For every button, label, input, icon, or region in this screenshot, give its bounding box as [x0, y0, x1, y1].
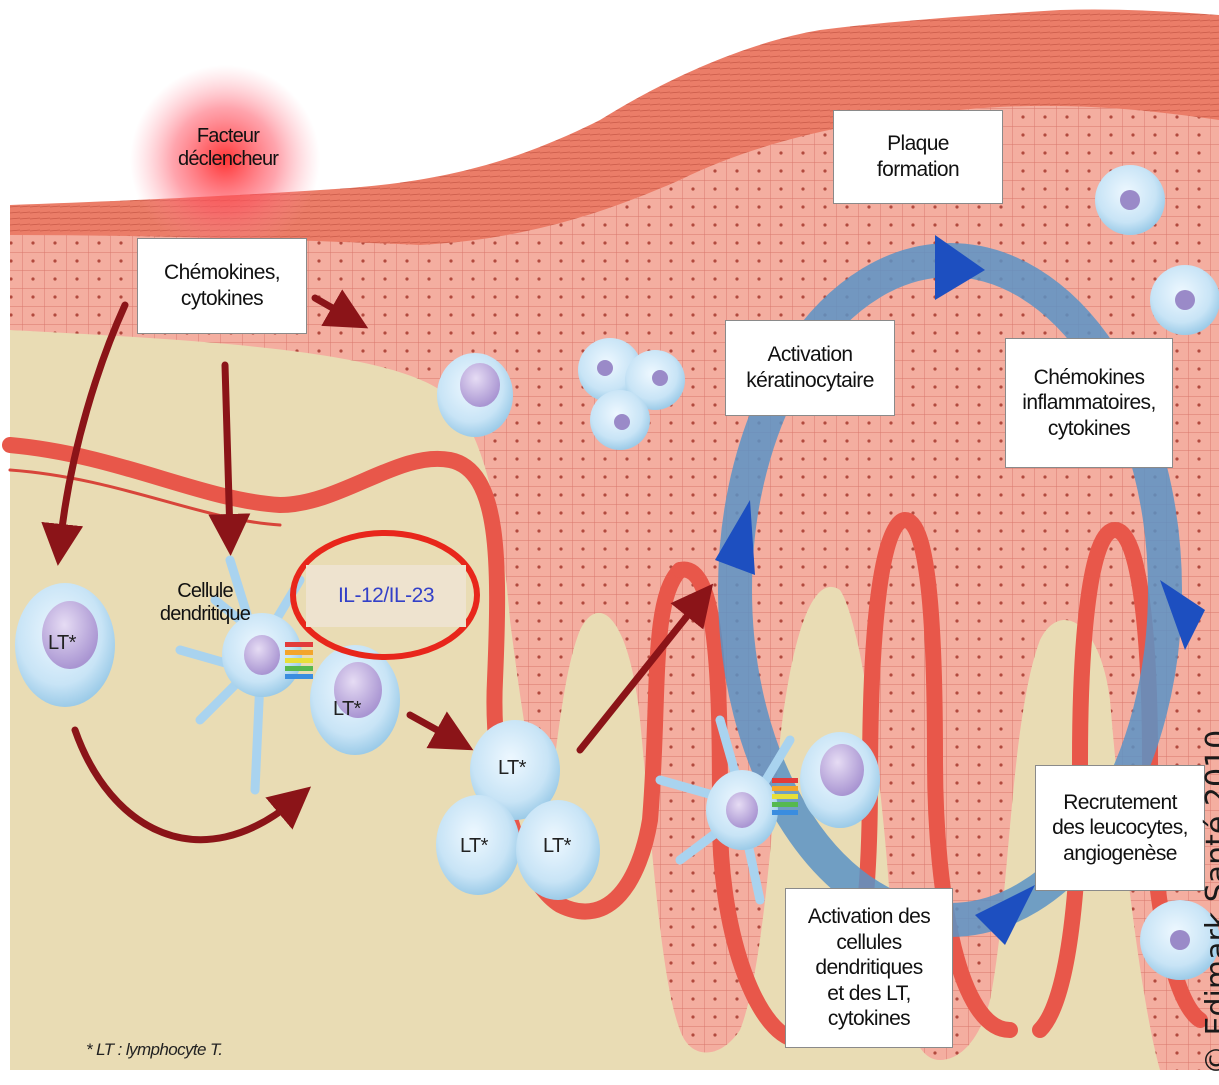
recruitment-line3: angiogenèse [1063, 841, 1177, 867]
dendritic-activation-line4: cytokines [828, 1006, 910, 1032]
trigger-line1: Facteur [197, 125, 259, 147]
il-12-il-23-label: IL-12/IL-23 [306, 565, 466, 627]
recruitment-box: Recrutement des leucocytes, angiogenèse [1035, 765, 1205, 891]
lymphocyte-icon [437, 353, 513, 437]
dendritic-activation-line1: Activation des [808, 904, 930, 930]
recruitment-line2: des leucocytes, [1052, 815, 1188, 841]
keratinocyte-box: Activation kératinocytaire [725, 320, 895, 416]
lt-label: LT* [460, 835, 488, 858]
dendritic-cell-label: Cellule dendritique [155, 580, 255, 626]
recruitment-line1: Recrutement [1063, 790, 1177, 816]
trigger-label: Facteur déclencheur [178, 125, 278, 171]
plaque-box: Plaque formation [833, 110, 1003, 204]
inflammatory-box: Chémokines inflammatoires, cytokines [1005, 338, 1173, 468]
plaque-line1: Plaque [887, 131, 949, 157]
dendritic-activation-line3: et des LT, [827, 981, 911, 1007]
lt-label: LT* [333, 698, 361, 721]
dendritic-activation-box: Activation des cellules dendritiques et … [785, 888, 953, 1048]
lt-label: LT* [48, 632, 76, 655]
inflammatory-line3: cytokines [1048, 416, 1130, 442]
chemokines-box: Chémokines, cytokines [137, 238, 307, 334]
keratinocyte-line1: Activation [767, 342, 852, 368]
chemokines-line1: Chémokines, [164, 260, 280, 286]
footnote: * LT : lymphocyte T. [86, 1040, 222, 1060]
dendritic-activation-line2: cellules dendritiques [786, 930, 952, 981]
trigger-line2: déclencheur [178, 148, 278, 170]
plaque-line2: formation [877, 157, 959, 183]
inflammatory-line1: Chémokines [1034, 365, 1145, 391]
dendritic-cell-line1: Cellule [177, 580, 233, 602]
keratinocyte-line2: kératinocytaire [746, 368, 874, 394]
copyright: © Edimark Santé 2010 [1200, 730, 1219, 1075]
chemokines-line2: cytokines [181, 286, 263, 312]
dendritic-cell-line2: dendritique [160, 603, 250, 625]
inflammatory-line2: inflammatoires, [1022, 390, 1155, 416]
lt-label: LT* [543, 835, 571, 858]
lt-label: LT* [498, 757, 526, 780]
